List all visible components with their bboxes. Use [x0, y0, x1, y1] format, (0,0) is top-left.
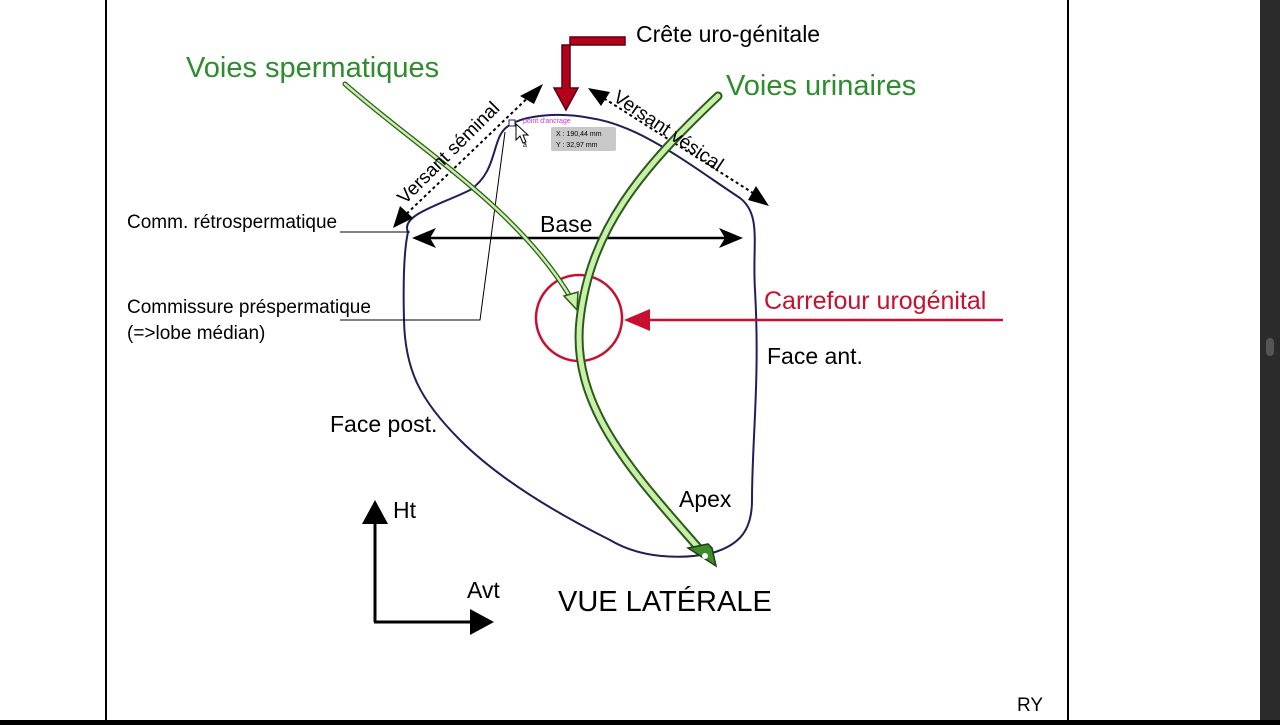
scrollbar-thumb[interactable] — [1266, 338, 1274, 356]
view-title: VUE LATÉRALE — [558, 585, 772, 618]
carrefour-label: Carrefour urogénital — [764, 287, 986, 315]
left-margin — [0, 0, 105, 720]
cursor-arrow-icon[interactable] — [516, 124, 528, 143]
versant-seminal-arrow — [398, 88, 538, 222]
versant-seminal-label: Versant séminal — [394, 98, 504, 208]
scrollbar[interactable] — [1260, 0, 1280, 720]
tooltip-y: Y : 32,97 mm — [556, 142, 598, 149]
tooltip-x: X : 190,44 mm — [556, 131, 602, 138]
voies-spermatiques-label: Voies spermatiques — [186, 52, 439, 84]
ht-label: Ht — [393, 497, 417, 523]
crete-label: Crête uro-génitale — [636, 21, 820, 47]
voies-urinaires-label: Voies urinaires — [726, 70, 916, 102]
right-margin — [1069, 0, 1260, 720]
face-ant-label: Face ant. — [767, 343, 863, 369]
versant-vesical-arrowhead-left — [588, 88, 610, 106]
comm-pre-leader — [340, 132, 505, 320]
versant-seminal-arrowhead-bottom — [393, 206, 413, 228]
comm-pre-label-line2: (=>lobe médian) — [127, 323, 265, 344]
voies-urinaires-arrowhead — [688, 544, 716, 566]
prostate-diagram: a point d'ancrage X : 190,44 mm Y : 32,9… — [107, 0, 1067, 720]
diagram-canvas: a point d'ancrage X : 190,44 mm Y : 32,9… — [107, 0, 1067, 720]
cursor-tag: a — [523, 142, 527, 149]
comm-retro-label: Comm. rétrospermatique — [127, 212, 337, 233]
voies-urinaires-dot — [702, 553, 708, 559]
signature: RY — [1017, 695, 1043, 716]
anchor-square-icon — [509, 120, 515, 126]
anchor-point-tooltip: a point d'ancrage X : 190,44 mm Y : 32,9… — [509, 118, 616, 151]
apex-label: Apex — [679, 486, 732, 512]
base-label: Base — [540, 211, 592, 237]
ht-arrowhead — [362, 500, 388, 524]
comm-pre-label-line1: Commissure préspermatique — [127, 297, 371, 318]
avt-label: Avt — [467, 577, 500, 603]
face-post-label: Face post. — [330, 411, 437, 437]
voies-spermatiques-arrowhead — [564, 292, 578, 310]
tooltip-header: point d'ancrage — [523, 118, 571, 125]
carrefour-arrowhead — [624, 309, 650, 331]
versant-vesical-arrowhead-right — [748, 186, 769, 206]
avt-arrowhead — [470, 609, 494, 635]
